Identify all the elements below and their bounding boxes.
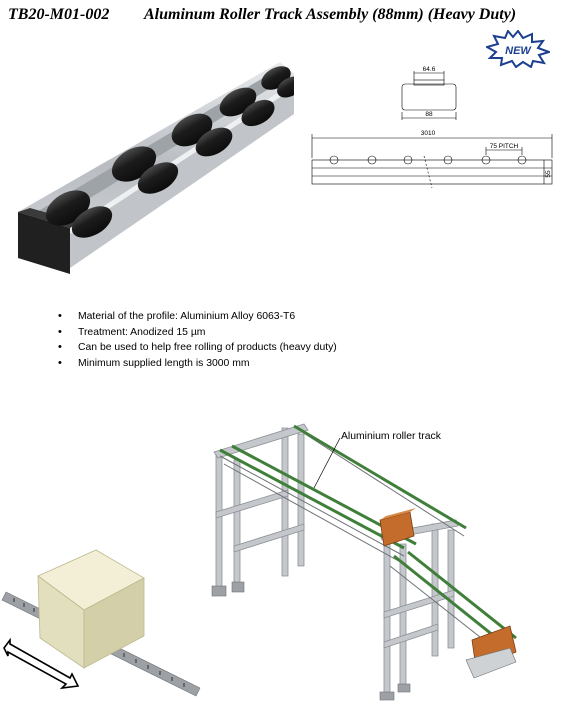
dim-top-width: 64.6: [423, 66, 436, 73]
roller-track-line: [219, 424, 517, 646]
box-on-track-illustration: [1, 549, 201, 697]
technical-drawing: 64.6 88 3010 75 PITCH 55: [311, 66, 553, 189]
feature-list: Material of the profile: Aluminium Alloy…: [56, 309, 337, 371]
callout-leader: [313, 437, 341, 489]
new-badge: NEW: [486, 30, 550, 68]
dim-width: 88: [425, 111, 433, 118]
feature-item: Treatment: Anodized 15 µm: [56, 325, 337, 341]
roller-1: [45, 190, 113, 238]
dim-height: 55: [545, 170, 552, 178]
roller-5: [261, 66, 294, 98]
roller-4: [219, 87, 275, 127]
starburst-icon: [486, 30, 550, 68]
feature-item: Can be used to help free rolling of prod…: [56, 340, 337, 356]
roller-3: [171, 113, 233, 157]
roller-2: [111, 146, 179, 194]
header: TB20-M01-002 Aluminum Roller Track Assem…: [8, 6, 558, 28]
product-title: Aluminum Roller Track Assembly (88mm) (H…: [144, 6, 517, 23]
callout-label: Aluminium roller track: [341, 431, 441, 442]
product-code: TB20-M01-002: [8, 6, 110, 23]
double-arrow-icon: [3, 637, 80, 690]
dim-length: 3010: [421, 130, 436, 137]
roller-track-photo: [18, 62, 294, 274]
feature-item: Minimum supplied length is 3000 mm: [56, 356, 337, 372]
crate-upper: [379, 508, 416, 547]
crate-lower: [465, 625, 517, 679]
conveyor-frame-illustration: [211, 423, 517, 701]
dim-pitch: 75 PITCH: [490, 143, 519, 150]
badge-text: NEW: [505, 45, 532, 57]
feature-item: Material of the profile: Aluminium Alloy…: [56, 309, 337, 325]
